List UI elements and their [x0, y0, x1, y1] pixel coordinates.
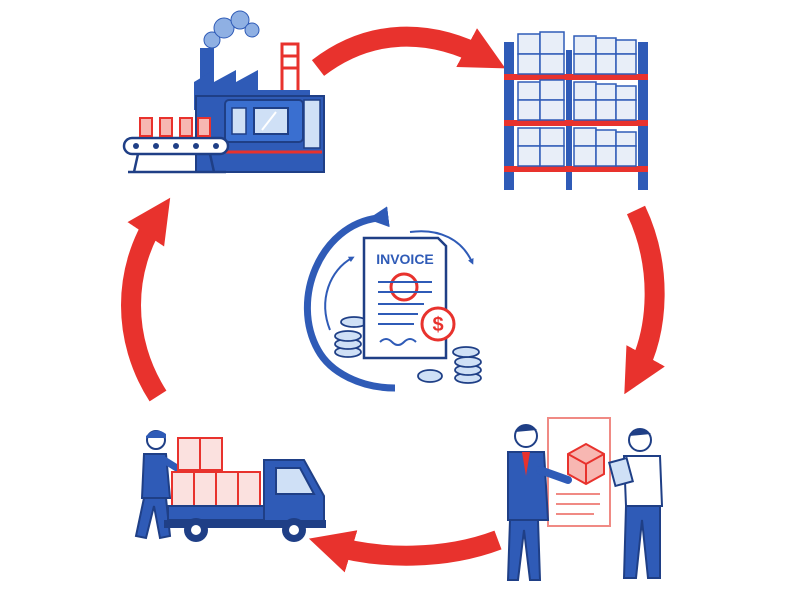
arrow-handshake-to-truck: [308, 530, 502, 573]
delivery-truck-icon: [134, 430, 326, 542]
invoice-cycle-icon: INVOICE $: [303, 206, 482, 392]
receiver-figure: [607, 428, 664, 579]
businessman-figure: [506, 424, 572, 581]
arrow-factory-to-warehouse: [311, 26, 506, 77]
arrow-truck-to-factory: [121, 197, 171, 402]
arrow-warehouse-to-handshake: [624, 205, 665, 395]
invoice-title: INVOICE: [376, 251, 434, 267]
package-icon: [567, 442, 605, 486]
dollar-coin-icon: $: [420, 306, 456, 342]
wheel-icon: [184, 518, 306, 542]
business-handshake-icon: [506, 417, 664, 581]
factory-icon: [122, 10, 325, 174]
smoke-icon: [203, 10, 260, 49]
cycle-arrow-icon: [303, 206, 396, 392]
delivery-worker-figure: [134, 430, 184, 540]
coin-stack-icon: [334, 316, 482, 384]
warehouse-shelves-icon: [504, 31, 648, 190]
cycle-arrows: [121, 26, 665, 573]
currency-symbol: $: [432, 314, 443, 336]
